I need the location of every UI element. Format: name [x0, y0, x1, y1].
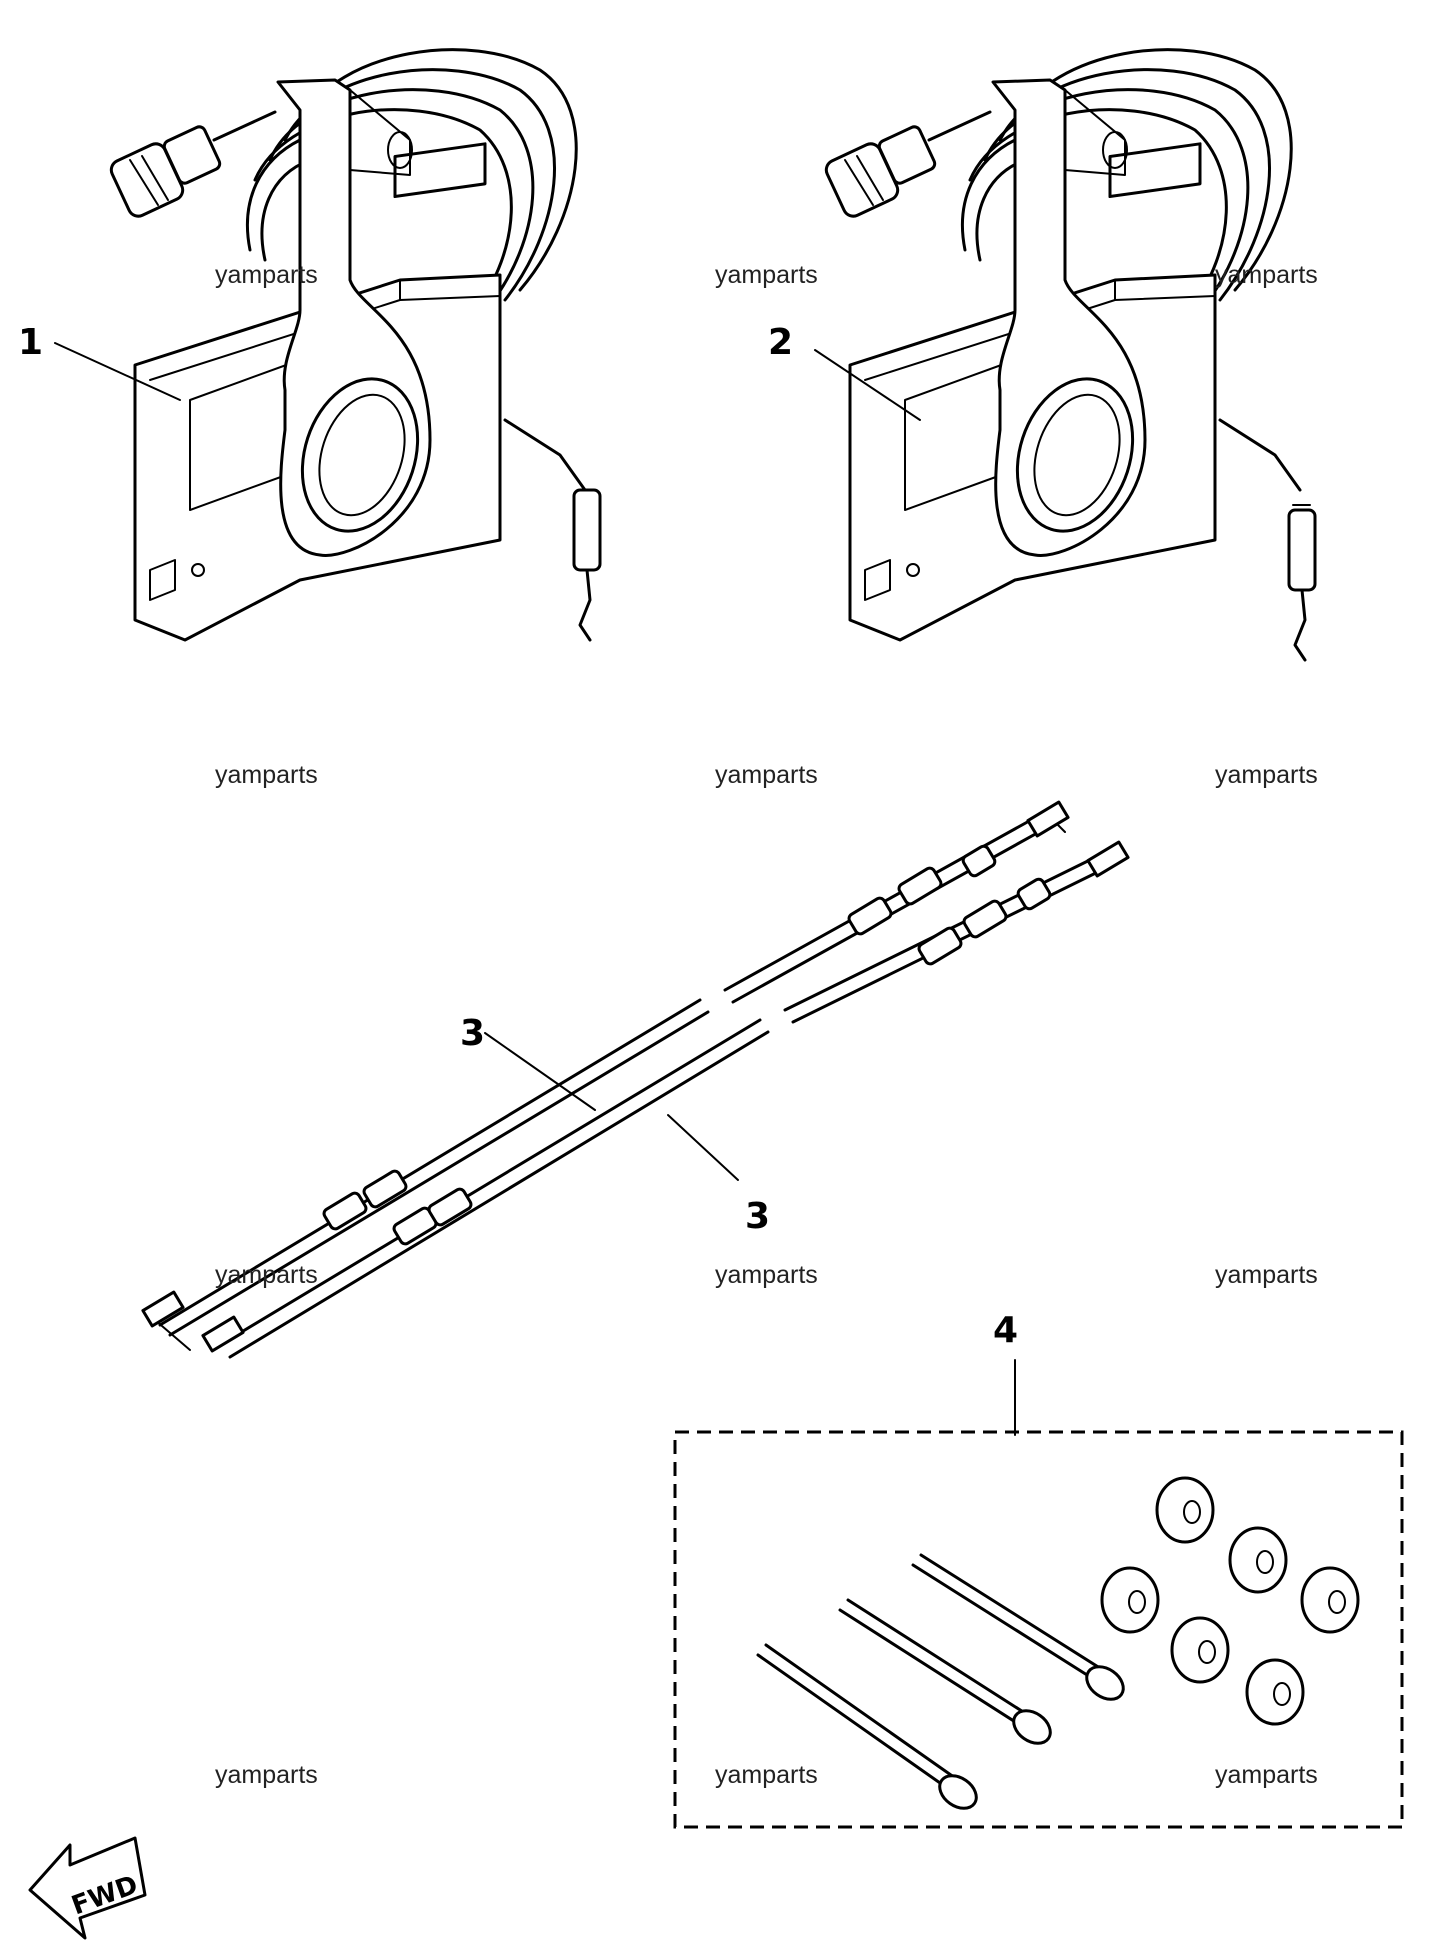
- callout-3b: 3: [745, 1196, 770, 1237]
- kit-bolts: [756, 1553, 1125, 1810]
- callout-4: 4: [993, 1310, 1018, 1351]
- watermark: yamparts: [715, 1761, 818, 1789]
- watermark: yamparts: [1215, 1761, 1318, 1789]
- control-cable-a[interactable]: [141, 800, 1070, 1351]
- watermark: yamparts: [215, 1761, 318, 1789]
- callout-3a: 3: [460, 1013, 485, 1054]
- remote-control-box-2[interactable]: [823, 48, 1317, 662]
- kill-switch-lanyard: [1218, 418, 1317, 662]
- kill-switch-lanyard: [503, 418, 602, 642]
- harness-connector: [824, 110, 992, 218]
- remote-control-box-1[interactable]: [108, 48, 602, 642]
- watermark: yamparts: [1215, 261, 1318, 289]
- watermark: yamparts: [715, 1261, 818, 1289]
- watermark: yamparts: [215, 761, 318, 789]
- forward-arrow-icon: FWD: [28, 1836, 147, 1940]
- harness-connector: [109, 110, 277, 218]
- kit-dashed-border: [673, 1430, 1404, 1829]
- watermark: yamparts: [215, 261, 318, 289]
- callout-2: 2: [768, 322, 793, 363]
- watermarks: yamparts yamparts yamparts yamparts yamp…: [215, 261, 1318, 1789]
- mounting-kit-4[interactable]: [673, 1430, 1404, 1829]
- watermark: yamparts: [715, 261, 818, 289]
- watermark: yamparts: [715, 761, 818, 789]
- watermark: yamparts: [1215, 1261, 1318, 1289]
- kit-bushings: [1100, 1476, 1360, 1726]
- watermark: yamparts: [1215, 761, 1318, 789]
- watermark: yamparts: [215, 1261, 318, 1289]
- control-cable-b[interactable]: [201, 840, 1130, 1359]
- callout-1: 1: [18, 322, 43, 363]
- leader-lines: [54, 342, 1016, 1436]
